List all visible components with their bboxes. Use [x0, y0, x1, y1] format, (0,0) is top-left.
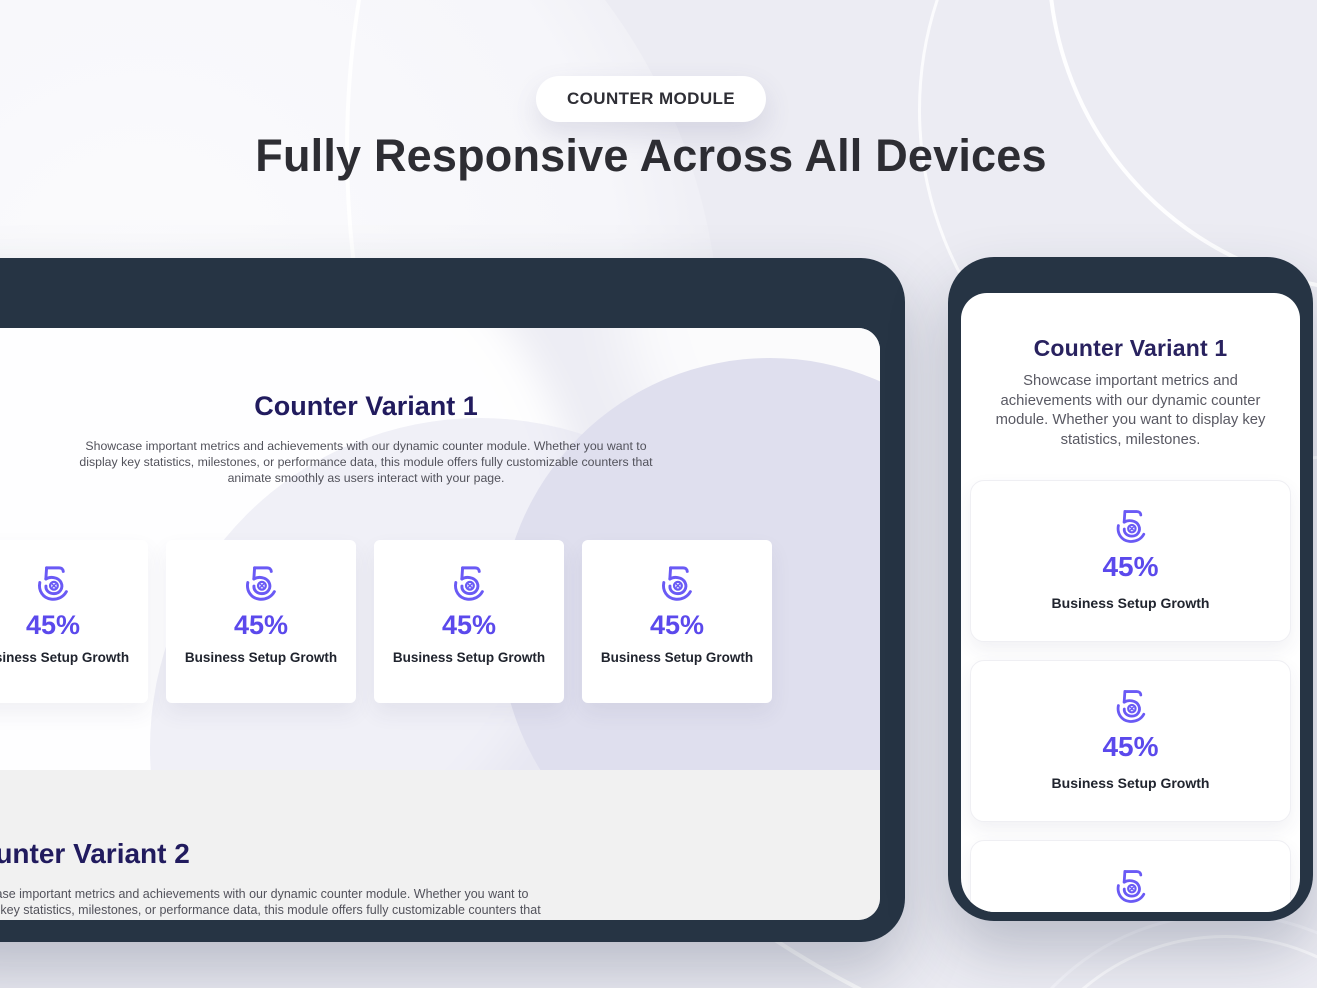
counter-card: 45% Business Setup Growth: [970, 660, 1291, 822]
counter-card: 45% Business Setup Growth: [166, 540, 356, 703]
counter-value: 45%: [649, 610, 705, 640]
counter-module-badge: COUNTER MODULE: [535, 76, 767, 122]
counter-label: Business Setup Growth: [1051, 775, 1210, 791]
counter-label: Business Setup Growth: [600, 650, 754, 665]
phone-screen: Counter Variant 1 Showcase important met…: [961, 293, 1300, 912]
counter-value: 45%: [971, 911, 1290, 912]
page-title: Fully Responsive Across All Devices: [255, 130, 1047, 181]
section-counter-variant-2: Counter Variant 2 Showcase important met…: [0, 770, 880, 920]
background-ring-bottom-right-inner: [1005, 935, 1317, 988]
counter-card: 45% Business Setup Growth: [374, 540, 564, 703]
section-counter-variant-1: Counter Variant 1 Showcase important met…: [0, 328, 880, 770]
phone-section-description: Showcase important metrics and achieveme…: [995, 373, 1266, 448]
counter-5-spiral-icon: [38, 566, 68, 601]
counter-value: 45%: [233, 610, 289, 640]
desktop-screen: Counter Variant 1 Showcase important met…: [0, 328, 880, 920]
counter-5-spiral-icon: [246, 566, 276, 601]
counter-5-spiral-icon: [1116, 690, 1145, 723]
section-description: Showcase important metrics and achieveme…: [0, 887, 541, 920]
counter-cards-row: 45% Business Setup Growth 45% Business S…: [0, 540, 772, 703]
counter-card: 45% Business Setup Growth: [970, 480, 1291, 642]
counter-5-spiral-icon: [454, 566, 484, 601]
counter-5-spiral-icon: [1116, 510, 1145, 543]
counter-card: 45% Business Setup Growth: [0, 540, 148, 703]
counter-label: Business Setup Growth: [0, 650, 130, 665]
counter-value: 45%: [1102, 551, 1159, 582]
phone-mockup: Counter Variant 1 Showcase important met…: [948, 257, 1313, 921]
desktop-mockup: Counter Variant 1 Showcase important met…: [0, 258, 905, 942]
counter-label: Business Setup Growth: [1051, 595, 1210, 611]
counter-5-spiral-icon: [1116, 870, 1145, 903]
section-description: Showcase important metrics and achieveme…: [79, 439, 653, 485]
phone-section-heading: Counter Variant 1: [1033, 335, 1228, 361]
section-heading: Counter Variant 2: [0, 838, 190, 869]
section-heading: Counter Variant 1: [254, 391, 478, 421]
counter-value: 45%: [1102, 731, 1159, 762]
background-ring-top-right: [1047, 0, 1317, 293]
counter-label: Business Setup Growth: [392, 650, 546, 665]
background-ring-bottom-right-outer: [983, 913, 1317, 988]
counter-5-spiral-icon: [662, 566, 692, 601]
counter-card: 45% Business Setup Growth: [582, 540, 772, 703]
counter-card: 45% Business Setup Growth: [970, 840, 1291, 912]
counter-value: 45%: [441, 610, 497, 640]
counter-label: Business Setup Growth: [184, 650, 338, 665]
counter-value: 45%: [25, 610, 81, 640]
